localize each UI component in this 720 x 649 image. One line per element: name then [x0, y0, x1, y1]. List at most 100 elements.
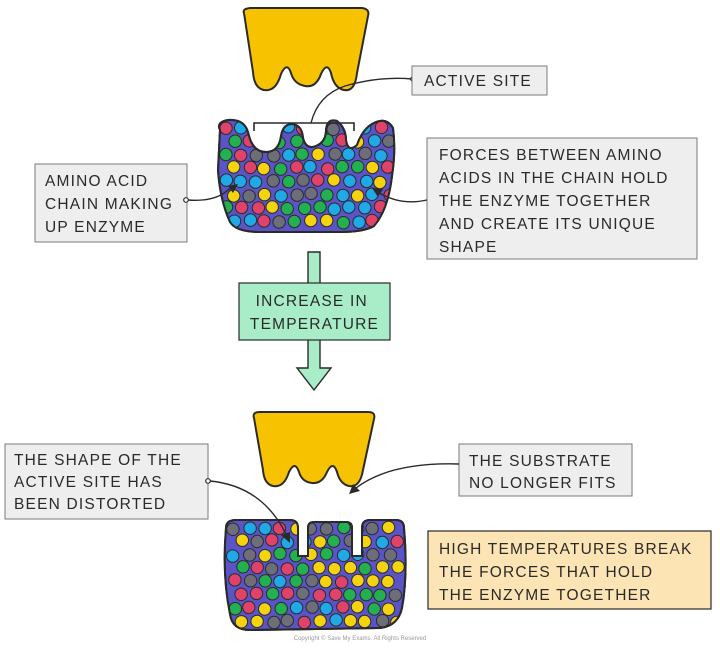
amino-acid	[249, 122, 263, 136]
amino-acid	[319, 574, 333, 589]
amino-acid	[336, 600, 350, 614]
amino-acid	[219, 173, 234, 187]
amino-acid	[383, 548, 398, 562]
amino-acid	[313, 535, 327, 549]
amino-acid-connector-dot	[183, 197, 189, 203]
amino-acid	[295, 147, 309, 161]
amino-acid-box	[34, 163, 188, 243]
amino-acid	[258, 549, 272, 563]
active-site-bracket	[253, 122, 355, 131]
amino-acid	[336, 216, 351, 230]
amino-acid	[274, 162, 288, 176]
amino-acid	[312, 560, 326, 575]
amino-acid	[304, 547, 318, 561]
amino-acid	[320, 188, 334, 202]
amino-acid	[234, 148, 248, 163]
amino-acid	[360, 174, 374, 189]
amino-acid	[296, 562, 310, 576]
amino-acid	[250, 614, 264, 629]
amino-acid	[226, 549, 240, 563]
amino-acid	[343, 533, 357, 548]
amino-acid	[319, 547, 334, 561]
amino-acid	[358, 201, 372, 215]
amino-acid	[257, 187, 272, 202]
distorted-arrowhead	[281, 532, 290, 543]
distorted-connector-dot	[205, 478, 211, 484]
amino-acid-label: AMINO ACID CHAIN MAKING UP ENZYME	[45, 173, 179, 236]
amino-acid	[234, 587, 248, 601]
forces-box	[426, 137, 698, 260]
amino-acid	[242, 600, 256, 615]
amino-acid	[304, 213, 318, 228]
amino-acid	[296, 586, 310, 600]
amino-acid	[358, 561, 372, 576]
no-fit-label: THE SUBSTRATE NO LONGER FITS	[469, 453, 617, 492]
amino-acid	[290, 188, 304, 202]
amino-acid	[365, 521, 379, 536]
amino-acid	[273, 574, 287, 589]
forces-connector	[377, 191, 428, 203]
amino-acid	[335, 159, 349, 174]
amino-acid	[282, 148, 296, 162]
amino-acid	[227, 160, 241, 174]
amino-acid	[327, 173, 341, 187]
amino-acid	[290, 160, 304, 174]
amino-acid	[219, 147, 233, 162]
amino-acid	[311, 173, 325, 187]
amino-acid	[319, 601, 333, 616]
amino-acid	[258, 602, 272, 616]
amino-acid	[297, 615, 311, 630]
amino-acid-connector	[187, 185, 235, 201]
amino-acid	[382, 214, 395, 229]
amino-acid	[303, 159, 317, 174]
amino-acid	[243, 213, 258, 227]
amino-acid	[273, 546, 287, 561]
amino-acid	[352, 215, 366, 229]
amino-acid	[249, 586, 264, 601]
amino-acid	[381, 602, 396, 616]
amino-acid	[327, 202, 341, 216]
amino-acid	[329, 587, 343, 601]
distorted-label: THE SHAPE OF THE ACTIVE SITE HAS BEEN DI…	[14, 452, 187, 513]
amino-acid	[287, 214, 301, 229]
amino-acid	[305, 574, 319, 588]
amino-acid	[390, 534, 404, 549]
amino-acid	[336, 188, 350, 203]
amino-acid	[289, 574, 303, 588]
no-fit-arrowhead	[349, 484, 360, 494]
active-site-box	[411, 65, 548, 96]
amino-acid	[228, 602, 243, 616]
amino-acid	[258, 574, 272, 588]
amino-acid	[358, 534, 372, 549]
amino-acid	[375, 560, 390, 574]
substrate-bottom	[252, 411, 376, 488]
amino-acid	[236, 560, 250, 574]
amino-acid	[313, 614, 327, 628]
substrate-top	[242, 7, 370, 92]
amino-acid	[328, 147, 342, 161]
amino-acid	[243, 160, 258, 175]
amino-acid	[257, 161, 271, 176]
no-fit-box	[458, 443, 633, 497]
amino-acid	[274, 601, 288, 616]
amino-acid	[303, 522, 317, 536]
amino-acid	[298, 201, 312, 216]
amino-acid	[326, 122, 340, 137]
amino-acid	[265, 587, 280, 601]
amino-acid	[250, 560, 264, 575]
amino-acid	[375, 535, 389, 550]
temperature-box	[238, 282, 391, 341]
amino-acid	[248, 175, 263, 189]
amino-acid	[343, 588, 357, 602]
amino-acid	[312, 588, 327, 602]
amino-acid	[313, 200, 327, 214]
active-site-label: ACTIVE SITE	[424, 73, 532, 90]
amino-acid	[350, 600, 365, 614]
amino-acid	[258, 134, 273, 148]
amino-acid	[258, 521, 272, 536]
amino-acid	[298, 535, 312, 549]
distorted-box	[4, 443, 209, 520]
amino-acid-arrowhead	[228, 184, 238, 193]
amino-acid	[343, 614, 358, 628]
forces-arrowhead	[372, 188, 383, 197]
